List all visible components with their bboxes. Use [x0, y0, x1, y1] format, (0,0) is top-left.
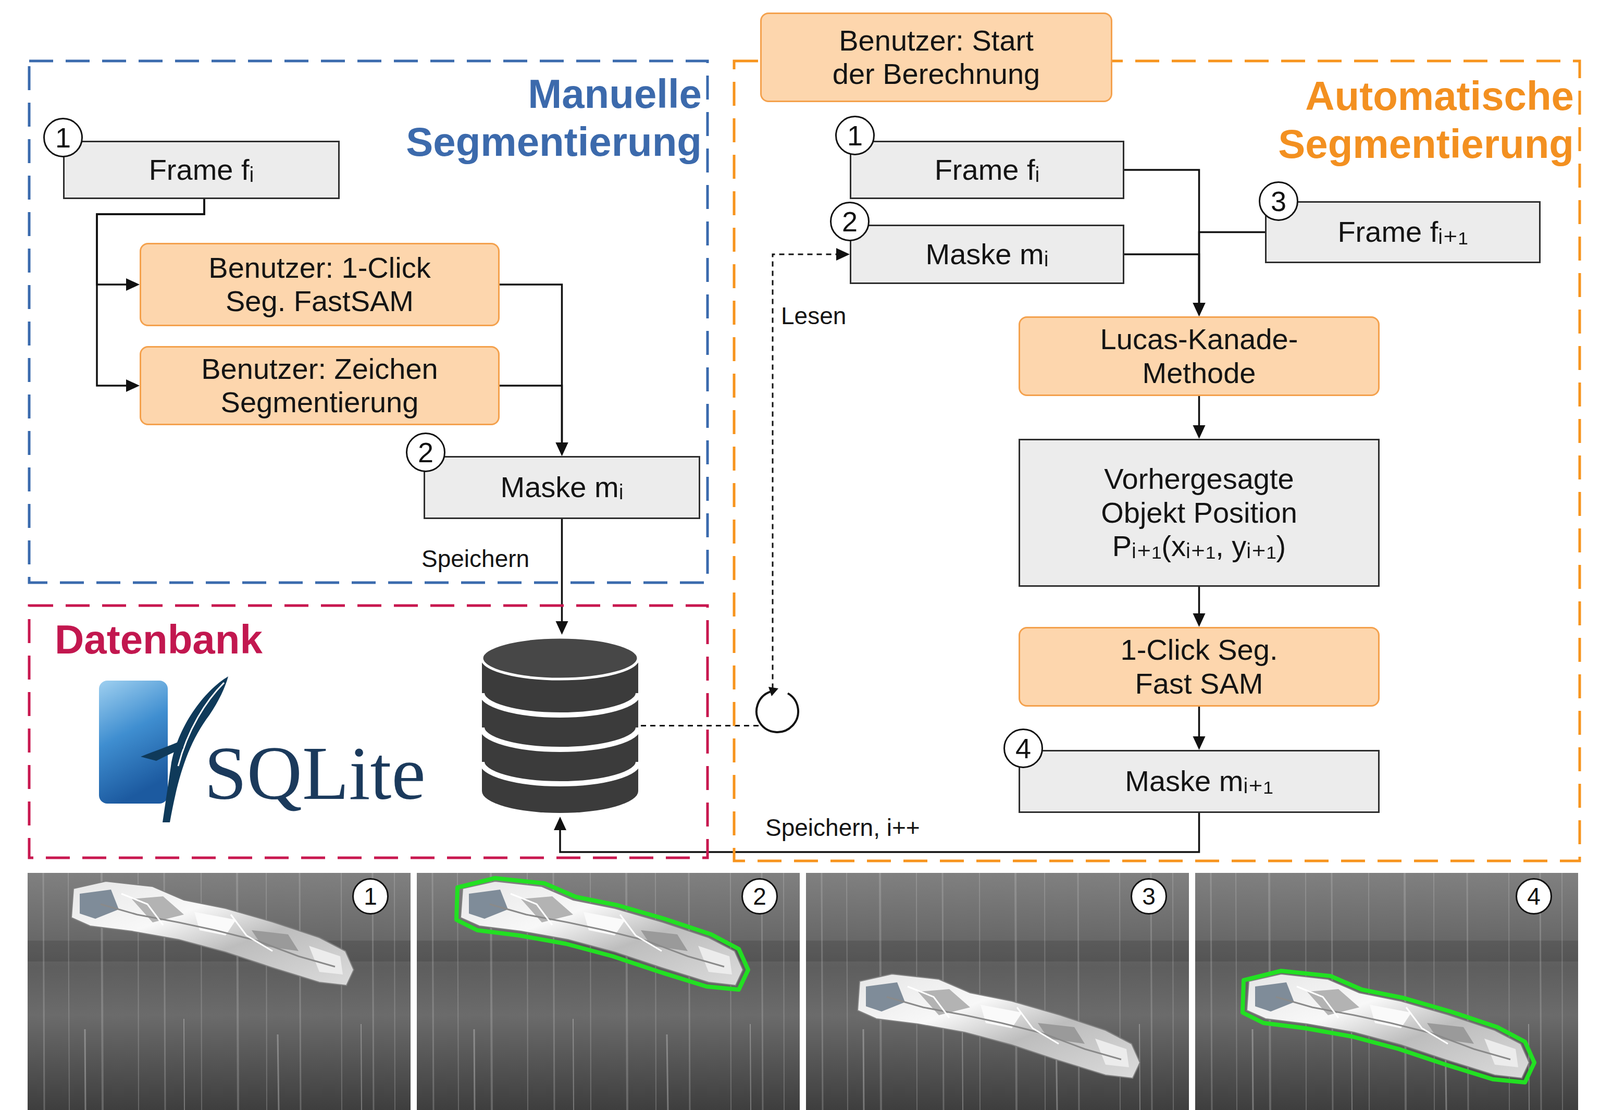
user-action-box: Benutzer: Start der Berechnung	[760, 12, 1113, 103]
arrowhead	[1193, 302, 1206, 317]
process-box: Vorhergesagte Objekt Position Pᵢ₊₁(xᵢ₊₁,…	[1018, 438, 1380, 587]
arrowhead	[1193, 302, 1206, 317]
loop-arrowhead	[768, 686, 779, 697]
arrowhead	[555, 442, 569, 456]
loop-ground	[754, 688, 801, 735]
process-box: Frame fᵢ	[63, 140, 340, 200]
node-label: Lucas-Kanade-Methode	[1082, 322, 1317, 390]
arrowhead	[1193, 736, 1206, 750]
connector-line	[1198, 706, 1201, 737]
node-label: Maske mᵢ	[925, 237, 1049, 271]
arrowhead	[1193, 302, 1206, 317]
arrowhead	[553, 816, 567, 830]
dashed-border	[734, 60, 1580, 861]
connector	[1124, 169, 1206, 317]
connector	[1193, 232, 1266, 317]
user-action-box: Benutzer: Zeichen Segmentierung	[139, 345, 500, 426]
arrowhead	[555, 442, 569, 456]
region-title: Automatische Segmentierung	[1209, 71, 1574, 168]
node-label: Benutzer: 1-Click Seg. FastSAM	[194, 251, 445, 319]
edge-label: Lesen	[778, 302, 849, 330]
node-label: Frame fᵢ₊₁	[1337, 215, 1468, 249]
process-box: Frame fᵢ	[849, 140, 1125, 200]
region-frame: Automatische SegmentierungBenutzer: Star…	[732, 59, 1582, 863]
connector-line	[499, 385, 563, 443]
region-title: Manuelle Segmentierung	[357, 69, 702, 166]
process-box: Frame fᵢ₊₁	[1264, 201, 1541, 264]
node-label: Frame fᵢ	[149, 153, 255, 187]
connector	[555, 518, 569, 635]
connector-line	[499, 284, 563, 443]
user-action-box: 1-Click Seg. Fast SAM	[1018, 626, 1380, 707]
connector-line	[1199, 232, 1266, 304]
user-action-box: Benutzer: 1-Click Seg. FastSAM	[139, 242, 500, 327]
process-box: Maske mᵢ	[423, 455, 701, 519]
node-label: 1-Click Seg. Fast SAM	[1095, 633, 1304, 701]
user-action-box: Lucas-Kanade-Methode	[1018, 316, 1380, 396]
arrowhead	[126, 379, 140, 392]
node-label: Frame fᵢ	[934, 153, 1040, 187]
connector-line	[560, 812, 1200, 852]
region-frame: Manuelle SegmentierungFrame fᵢ Benutzer: …	[27, 59, 710, 585]
callout-number: 2	[741, 877, 778, 915]
dashed-border	[29, 60, 708, 583]
process-box: Maske mᵢ	[849, 224, 1125, 284]
database-icon	[479, 634, 641, 817]
connector	[553, 812, 1200, 852]
node-label: Maske mᵢ	[500, 470, 624, 504]
node-label: Vorhergesagte Objekt Position Pᵢ₊₁(xᵢ₊₁,…	[1082, 462, 1317, 563]
callout-number: 1	[43, 117, 83, 158]
arrowhead	[1193, 613, 1206, 627]
callout-number: 2	[405, 432, 446, 473]
process-box: Maske mᵢ₊₁	[1018, 749, 1380, 813]
connector	[1193, 706, 1206, 750]
edge-label: Speichern	[419, 544, 532, 573]
connector	[499, 385, 569, 456]
callout-number: 1	[352, 877, 389, 915]
dashed-border	[29, 605, 708, 858]
region-title: Datenbank	[54, 615, 420, 664]
edge-label: Speichern, i++	[763, 813, 923, 842]
connector	[1124, 254, 1206, 317]
node-label: Benutzer: Zeichen Segmentierung	[194, 352, 445, 420]
connector	[1193, 586, 1206, 627]
arrowhead	[126, 278, 140, 291]
connector-line	[1124, 254, 1200, 303]
node-label: Maske mᵢ₊₁	[1124, 764, 1273, 798]
callout-number: 1	[835, 115, 875, 156]
loop-symbol	[754, 686, 801, 735]
arrowhead	[1193, 425, 1206, 439]
callout-number: 3	[1258, 181, 1299, 221]
arrowhead	[555, 621, 569, 635]
callout-number: 4	[1003, 728, 1044, 768]
connector-line	[1198, 395, 1201, 426]
callout-number: 4	[1515, 877, 1553, 915]
connector-line	[1198, 586, 1201, 614]
connector	[499, 284, 569, 456]
arrowhead	[836, 247, 850, 261]
callout-number: 2	[829, 201, 870, 242]
photo-strip	[0, 872, 1600, 1110]
callout-number: 3	[1130, 877, 1168, 915]
node-label: Benutzer: Start der Berechnung	[824, 23, 1049, 92]
connector	[1193, 395, 1206, 439]
connector-line	[1124, 169, 1200, 303]
loop-arc	[756, 691, 799, 733]
region-frame: Datenbank	[27, 603, 710, 860]
logo-text: SQLite	[204, 734, 426, 812]
